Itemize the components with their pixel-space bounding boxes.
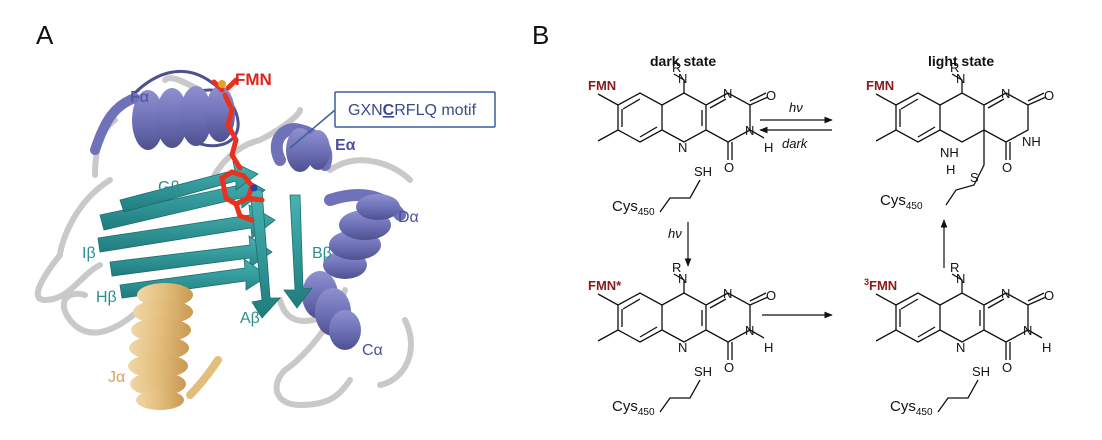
structure-light-state bbox=[875, 73, 1047, 206]
structure-dark-atoms: N R N N O N H O SH bbox=[672, 60, 776, 179]
helix-c-alpha bbox=[302, 271, 361, 350]
light-state-title: light state bbox=[928, 53, 994, 69]
svg-text:H: H bbox=[946, 162, 955, 177]
svg-text:SH: SH bbox=[694, 364, 712, 379]
arrow-down-label: hν bbox=[668, 226, 682, 241]
svg-text:O: O bbox=[1044, 88, 1054, 103]
fmn-label-excited: FMN* bbox=[588, 278, 622, 293]
svg-text:O: O bbox=[766, 288, 776, 303]
strand-label-h: Hβ bbox=[96, 289, 117, 306]
structure-triplet bbox=[875, 273, 1047, 413]
svg-text:N: N bbox=[723, 86, 732, 101]
svg-text:H: H bbox=[1042, 340, 1051, 355]
cys-label-light: Cys450 bbox=[880, 192, 923, 212]
cys-label-excited: Cys450 bbox=[612, 398, 655, 418]
helix-d-alpha bbox=[323, 189, 406, 279]
svg-text:R: R bbox=[672, 60, 681, 75]
beta-sheet bbox=[97, 161, 313, 319]
structure-triplet-atoms: N R N N O N H O SH bbox=[950, 260, 1054, 379]
structure-excited-atoms: N R N N O N H O SH bbox=[672, 260, 776, 379]
svg-text:O: O bbox=[1002, 360, 1012, 375]
motif-text: GXNCRFLQ motif bbox=[348, 102, 477, 119]
fmn-label-triplet: 3FMN bbox=[864, 277, 897, 293]
cys-label-triplet: Cys450 bbox=[890, 398, 933, 418]
svg-text:N: N bbox=[678, 140, 687, 155]
svg-text:N: N bbox=[678, 71, 687, 86]
svg-text:R: R bbox=[950, 260, 959, 275]
svg-text:O: O bbox=[766, 88, 776, 103]
svg-text:O: O bbox=[1044, 288, 1054, 303]
arrow-forward-label: hν bbox=[789, 100, 803, 115]
strand-label-b: Bβ bbox=[312, 245, 332, 262]
panel-a-label: A bbox=[36, 20, 54, 50]
reaction-arrows bbox=[684, 116, 948, 319]
motif-callout: GXNCRFLQ motif bbox=[289, 91, 496, 149]
svg-text:N: N bbox=[956, 340, 965, 355]
dark-state-title: dark state bbox=[650, 53, 716, 69]
svg-text:N: N bbox=[1001, 86, 1010, 101]
cys-label-dark: Cys450 bbox=[612, 198, 655, 218]
fmn-molecule bbox=[211, 77, 265, 223]
structure-excited bbox=[597, 273, 769, 413]
strand-label-a: Aβ bbox=[240, 310, 260, 327]
svg-text:N: N bbox=[956, 271, 965, 286]
arrow-back-label: dark bbox=[782, 136, 809, 151]
svg-text:SH: SH bbox=[694, 164, 712, 179]
svg-text:NH: NH bbox=[940, 145, 959, 160]
svg-text:NH: NH bbox=[1022, 134, 1041, 149]
svg-text:SH: SH bbox=[972, 364, 990, 379]
helix-label-j: Jα bbox=[108, 369, 125, 386]
svg-text:H: H bbox=[764, 140, 773, 155]
helix-label-d: Dα bbox=[398, 209, 419, 226]
svg-text:O: O bbox=[724, 360, 734, 375]
helix-label-e: Eα bbox=[335, 137, 356, 154]
svg-text:S: S bbox=[970, 170, 979, 185]
structure-light-atoms: N R N O NH O NH H S bbox=[940, 60, 1054, 185]
svg-text:R: R bbox=[950, 60, 959, 75]
svg-text:N: N bbox=[745, 123, 754, 138]
svg-text:O: O bbox=[1002, 160, 1012, 175]
panel-b-label: B bbox=[532, 20, 549, 50]
helix-label-c: Cα bbox=[362, 342, 383, 359]
structure-dark-state bbox=[597, 73, 769, 213]
helix-label-f: Fα bbox=[130, 89, 149, 106]
fmn-label-dark: FMN bbox=[588, 78, 616, 93]
strand-label-g: Gβ bbox=[158, 179, 180, 196]
fmn-label-protein: FMN bbox=[235, 70, 272, 89]
svg-text:N: N bbox=[723, 286, 732, 301]
svg-text:N: N bbox=[1001, 286, 1010, 301]
svg-text:N: N bbox=[745, 323, 754, 338]
svg-text:H: H bbox=[764, 340, 773, 355]
svg-text:R: R bbox=[672, 260, 681, 275]
svg-text:N: N bbox=[1023, 323, 1032, 338]
helix-e-alpha bbox=[270, 123, 333, 172]
svg-text:O: O bbox=[724, 160, 734, 175]
fmn-accents bbox=[218, 80, 258, 192]
svg-text:N: N bbox=[678, 271, 687, 286]
svg-text:N: N bbox=[956, 71, 965, 86]
protein-cartoon bbox=[34, 69, 414, 410]
svg-text:N: N bbox=[678, 340, 687, 355]
fmn-label-light: FMN bbox=[866, 78, 894, 93]
strand-label-i: Iβ bbox=[82, 245, 96, 262]
helix-j-alpha bbox=[128, 283, 222, 410]
